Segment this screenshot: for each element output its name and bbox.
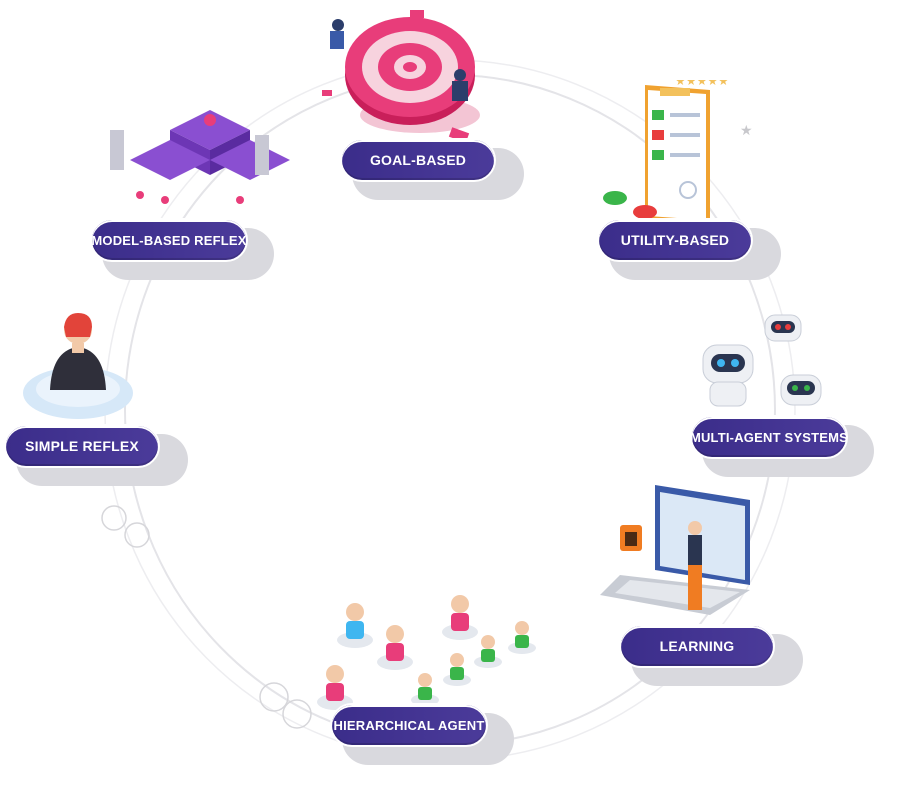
person-icon	[23, 313, 133, 419]
node-label: GOAL-BASED	[340, 138, 496, 182]
people-network-icon	[317, 595, 536, 710]
node-label: UTILITY-BASED	[597, 218, 753, 262]
deco-circle	[101, 505, 127, 531]
svg-text:★: ★	[740, 123, 753, 139]
clipboard-icon: ★★★★★ ★	[603, 80, 753, 225]
node-label: SIMPLE REFLEX	[4, 424, 160, 468]
svg-text:★★★★★: ★★★★★	[675, 80, 729, 88]
server-network-icon	[110, 110, 290, 204]
deco-circle	[259, 682, 289, 712]
node-label: LEARNING	[619, 624, 775, 668]
node-label: MULTI-AGENT SYSTEMS	[690, 415, 848, 459]
robots-icon	[702, 314, 822, 407]
laptop-learning-icon	[600, 485, 750, 615]
deco-circle	[124, 522, 150, 548]
target-icon	[322, 10, 480, 143]
deco-circle	[282, 699, 312, 729]
node-label: HIERARCHICAL AGENT	[330, 703, 488, 747]
node-label: MODEL-BASED REFLEX	[90, 218, 248, 262]
